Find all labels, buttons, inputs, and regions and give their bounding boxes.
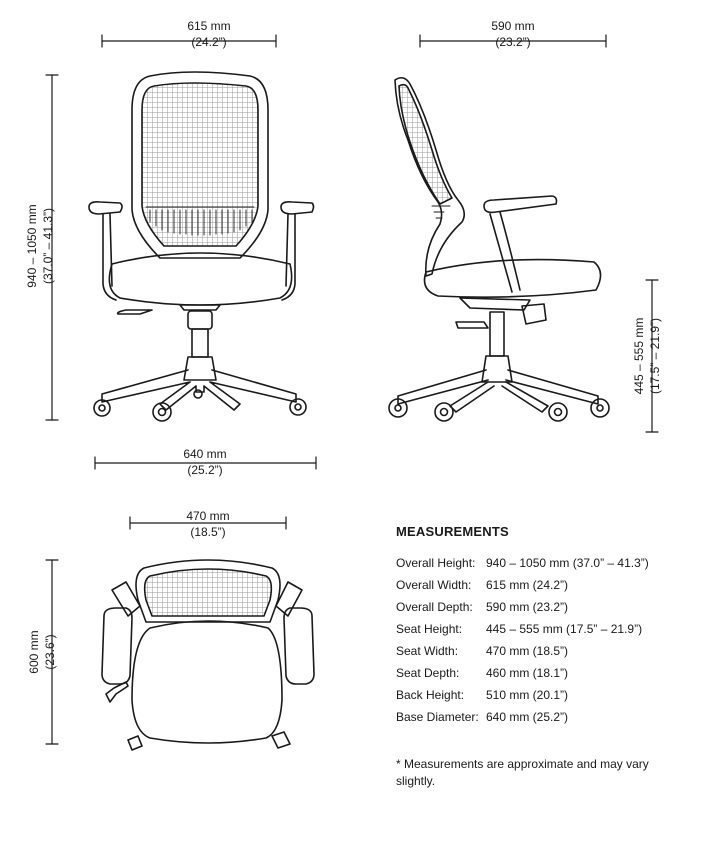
measurement-row: Overall Depth: 590 mm (23.2”) bbox=[396, 596, 649, 618]
top-right-armrest bbox=[283, 607, 315, 685]
measurement-label: Back Height: bbox=[396, 688, 465, 702]
dim-base-diameter-mm: 640 mm bbox=[183, 447, 227, 461]
measurement-row: Seat Width: 470 mm (18.5”) bbox=[396, 640, 649, 662]
dim-top-width: 470 mm (18.5”) bbox=[163, 508, 253, 540]
side-armrest bbox=[483, 195, 558, 214]
side-base-legs bbox=[397, 369, 599, 413]
dim-top-depth: 600 mm (23.6”) bbox=[26, 607, 58, 697]
front-base-legs bbox=[101, 369, 297, 411]
top-front-casters bbox=[127, 731, 291, 751]
measurement-label: Seat Height: bbox=[396, 622, 463, 636]
measurement-value: 460 mm (18.1”) bbox=[486, 666, 569, 680]
front-lever bbox=[116, 309, 153, 315]
measurement-value: 470 mm (18.5”) bbox=[486, 644, 569, 658]
top-left-armrest bbox=[101, 607, 133, 685]
dim-front-width-in: (24.2”) bbox=[191, 35, 227, 49]
front-base-hub bbox=[183, 356, 217, 381]
front-seat-cushion bbox=[108, 252, 293, 306]
measurements-note: * Measurements are approximate and may v… bbox=[396, 757, 649, 788]
measurement-value: 445 – 555 mm (17.5” – 21.9”) bbox=[486, 622, 643, 636]
dim-front-width: 615 mm (24.2”) bbox=[164, 18, 254, 50]
measurement-value: 640 mm (25.2”) bbox=[486, 710, 569, 724]
measurements-panel: MEASUREMENTS Overall Height: 940 – 1050 m… bbox=[396, 524, 649, 728]
dim-top-depth-mm: 600 mm bbox=[27, 630, 41, 674]
measurement-label: Seat Width: bbox=[396, 644, 459, 658]
dim-front-width-mm: 615 mm bbox=[187, 19, 231, 33]
dim-side-depth: 590 mm (23.2”) bbox=[468, 18, 558, 50]
measurement-label: Seat Depth: bbox=[396, 666, 460, 680]
measurement-row: Base Diameter: 640 mm (25.2”) bbox=[396, 706, 649, 728]
side-knob bbox=[521, 303, 547, 325]
measurement-row: Overall Width: 615 mm (24.2”) bbox=[396, 574, 649, 596]
measurement-value: 590 mm (23.2”) bbox=[486, 600, 569, 614]
dim-side-depth-mm: 590 mm bbox=[491, 19, 535, 33]
dim-side-depth-in: (23.2”) bbox=[495, 35, 531, 49]
front-left-armrest bbox=[88, 201, 123, 215]
dim-top-width-mm: 470 mm bbox=[186, 509, 230, 523]
dim-base-diameter: 640 mm (25.2”) bbox=[160, 446, 250, 478]
side-lever bbox=[455, 321, 489, 329]
dim-seat-height: 445 – 555 mm (17.5” – 21.9”) bbox=[631, 286, 663, 426]
measurement-value: 615 mm (24.2”) bbox=[486, 578, 569, 592]
measurement-value: 940 – 1050 mm (37.0” – 41.3”) bbox=[486, 556, 649, 570]
dim-top-width-in: (18.5”) bbox=[190, 525, 226, 539]
measurement-row: Seat Height: 445 – 555 mm (17.5” – 21.9”) bbox=[396, 618, 649, 640]
front-backrest-frame bbox=[131, 71, 269, 259]
measurements-list: Overall Height: 940 – 1050 mm (37.0” – 41… bbox=[396, 552, 649, 728]
measurement-value: 510 mm (20.1”) bbox=[486, 688, 569, 702]
top-seat-cushion bbox=[131, 620, 283, 744]
measurement-label: Overall Depth: bbox=[396, 600, 473, 614]
front-view-chair bbox=[88, 71, 315, 422]
dim-overall-height-in: (37.0” – 41.3”) bbox=[41, 207, 55, 285]
front-casters bbox=[93, 389, 307, 422]
measurement-row: Seat Depth: 460 mm (18.1”) bbox=[396, 662, 649, 684]
side-casters bbox=[388, 398, 610, 422]
measurement-label: Overall Width: bbox=[396, 578, 472, 592]
side-backrest-frame bbox=[394, 76, 466, 277]
dim-seat-height-in: (17.5” – 21.9”) bbox=[648, 317, 662, 395]
front-right-armrest bbox=[280, 201, 315, 215]
side-backrest-mesh bbox=[398, 83, 453, 205]
measurement-row: Overall Height: 940 – 1050 mm (37.0” – 41… bbox=[396, 552, 649, 574]
top-backrest-mesh bbox=[143, 568, 273, 617]
dim-overall-height-mm: 940 – 1050 mm bbox=[25, 204, 39, 288]
front-gas-cylinder bbox=[191, 328, 209, 358]
dim-top-depth-in: (23.6”) bbox=[43, 634, 57, 670]
dim-base-diameter-in: (25.2”) bbox=[187, 463, 223, 477]
side-seat-cushion bbox=[423, 258, 602, 298]
side-view-chair bbox=[388, 76, 610, 422]
side-base-hub bbox=[481, 355, 513, 383]
top-lever bbox=[105, 681, 129, 703]
top-backrest bbox=[135, 559, 281, 623]
dimension-lines bbox=[45, 34, 659, 745]
measurement-row: Back Height: 510 mm (20.1”) bbox=[396, 684, 649, 706]
measurement-label: Base Diameter: bbox=[396, 710, 479, 724]
measurement-label: Overall Height: bbox=[396, 556, 476, 570]
measurements-title: MEASUREMENTS bbox=[396, 524, 509, 539]
front-backrest-mesh bbox=[141, 82, 259, 247]
side-gas-cylinder bbox=[489, 311, 505, 357]
dim-seat-height-mm: 445 – 555 mm bbox=[632, 317, 646, 395]
top-view-chair bbox=[101, 559, 315, 751]
front-mechanism bbox=[187, 310, 213, 330]
dim-overall-height: 940 – 1050 mm (37.0” – 41.3”) bbox=[24, 156, 56, 336]
